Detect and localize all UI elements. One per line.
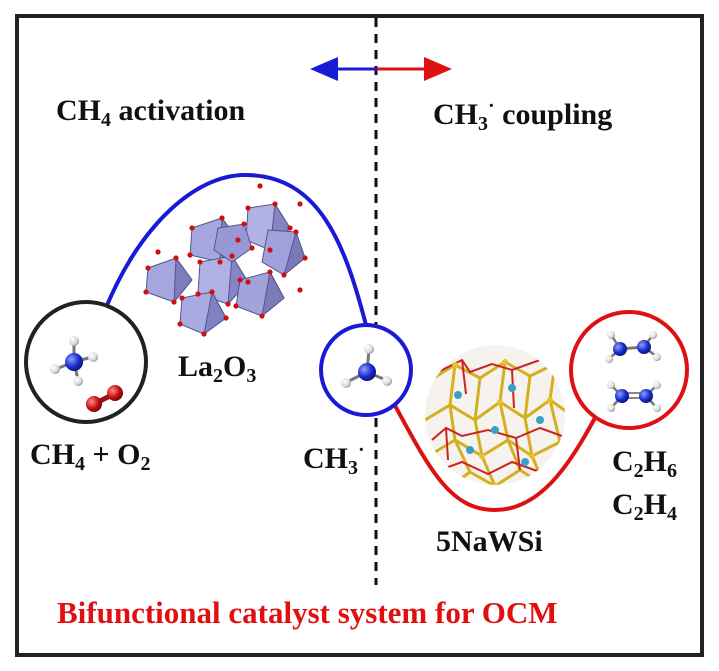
la2o3-structure-icon: [145, 202, 306, 336]
activation-curve: [103, 172, 368, 326]
methyl-radical-label: CH3·: [303, 439, 365, 479]
coupling-curve: [390, 399, 604, 513]
oxygen-atoms: [143, 183, 308, 337]
figure-caption: Bifunctional catalyst system for OCM: [57, 595, 558, 630]
product-circle: [569, 310, 689, 430]
double-arrow-icon: [310, 57, 452, 81]
ethylene-molecule-icon: [607, 381, 661, 412]
ch3-coupling-heading: CH3· coupling: [433, 95, 613, 135]
ethane-molecule-icon: [605, 331, 661, 363]
zeolite-structure-icon: [425, 345, 565, 485]
methane-molecule-icon: [50, 336, 98, 386]
c2h6-label: C2H6: [612, 445, 678, 482]
ch4-activation-heading: CH4 activation: [56, 94, 246, 131]
c2h4-label: C2H4: [612, 488, 678, 525]
nawsi-label: 5NaWSi: [436, 525, 543, 558]
oxygen-molecule-icon: [86, 385, 123, 412]
outer-frame: [15, 14, 704, 657]
methyl-radical-icon: [341, 344, 392, 388]
la2o3-label: La2O3: [178, 350, 257, 387]
reactants-label: CH4 + O2: [30, 438, 151, 475]
